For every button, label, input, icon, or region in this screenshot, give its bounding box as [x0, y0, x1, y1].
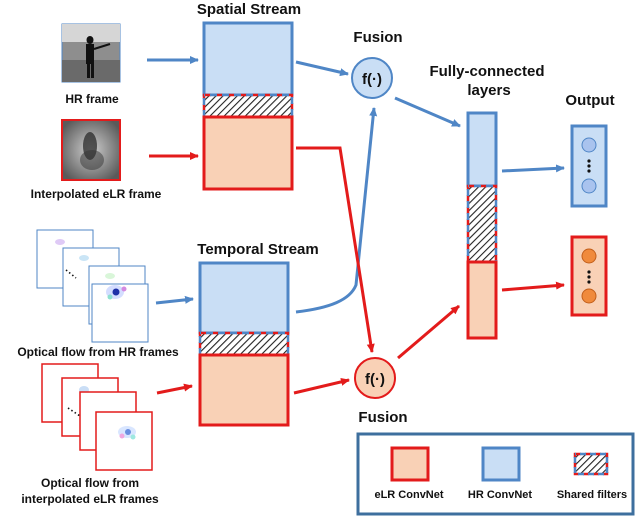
spatial-stream-title: Spatial Stream — [197, 1, 301, 18]
arrow-flowelr-to-temporal — [156, 383, 193, 395]
legend-shared-swatch — [573, 452, 609, 476]
arrows — [147, 56, 565, 395]
optical-flow-elr-label-2: interpolated eLR frames — [21, 492, 159, 506]
output-elr — [570, 235, 608, 317]
legend-elr-swatch — [390, 446, 430, 482]
arrow-temporal-to-fusion-top — [295, 107, 378, 314]
optical-flow-elr-label-1: Optical flow from — [41, 476, 139, 490]
fusion-top-node: f(·) — [351, 57, 393, 99]
spatial-stream-block — [202, 21, 294, 191]
optical-flow-elr-stack — [41, 363, 153, 471]
arrow-fusion-bottom-to-fc — [397, 304, 460, 360]
legend-hr-label: HR ConvNet — [468, 489, 533, 501]
fc-layers-label-1: Fully-connected — [429, 63, 544, 80]
arrow-fusion-top-to-fc — [394, 96, 461, 128]
fc-layers-label-2: layers — [467, 82, 510, 99]
arrow-fc-to-output-hr — [501, 164, 565, 173]
legend-hr-swatch — [481, 446, 521, 482]
elr-frame-label: Interpolated eLR frame — [31, 187, 162, 201]
fusion-bottom-node: f(·) — [354, 357, 396, 399]
arrow-temporal-to-fusion-bottom — [293, 377, 350, 395]
fusion-top-label: Fusion — [353, 29, 402, 46]
optical-flow-hr-label: Optical flow from HR frames — [17, 345, 179, 359]
hr-frame-image — [61, 23, 121, 83]
output-hr — [570, 124, 608, 208]
fusion-bottom-symbol: f(·) — [365, 371, 385, 388]
arrow-spatial-to-fusion-bottom — [296, 146, 375, 353]
fusion-top-symbol: f(·) — [362, 71, 382, 88]
output-label: Output — [565, 92, 614, 109]
legend: eLR ConvNet HR ConvNet Shared filters — [356, 432, 635, 516]
legend-elr-label: eLR ConvNet — [374, 489, 443, 501]
arrow-flowhr-to-temporal — [155, 295, 194, 305]
fusion-bottom-label: Fusion — [358, 409, 407, 426]
arrow-fc-to-output-elr — [501, 281, 565, 292]
temporal-stream-block — [198, 261, 290, 427]
fc-layers-block — [466, 111, 498, 340]
optical-flow-hr-stack — [36, 229, 149, 343]
arrow-spatial-to-fusion-top — [295, 60, 349, 77]
hr-frame-label: HR frame — [65, 92, 119, 106]
elr-frame-image — [61, 119, 121, 181]
legend-shared-label: Shared filters — [557, 489, 627, 501]
temporal-stream-title: Temporal Stream — [197, 241, 318, 258]
